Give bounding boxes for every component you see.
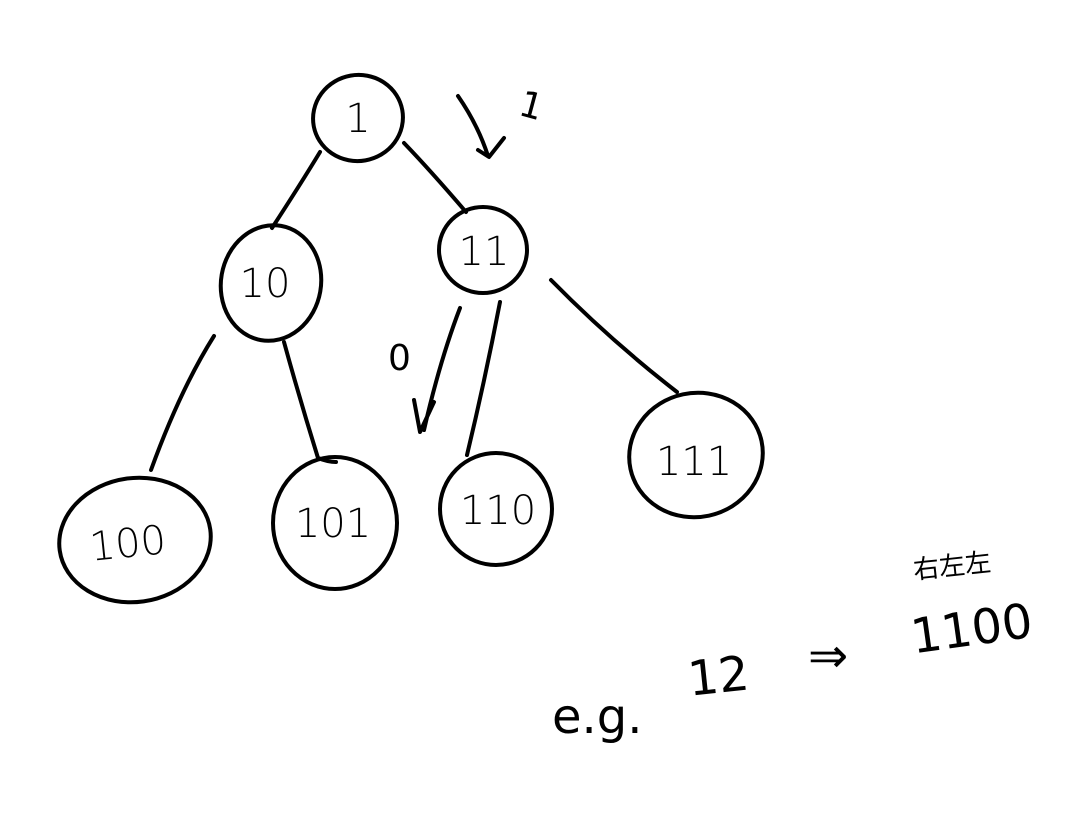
edge-label-0: 0 [388,338,411,379]
node-11-label: 11 [459,229,510,275]
edge-11-to-110 [465,300,502,457]
edge-11-to-111 [549,278,679,394]
edge-label-1: 1 [515,84,548,130]
example-number: 12 [685,646,752,708]
node-100-outline [57,475,213,605]
node-111-outline [627,390,765,520]
node-root-outline [311,72,405,164]
node-11-outline [437,205,529,295]
arrow-right-1 [456,94,506,159]
node-110-outline [438,451,554,567]
example-binary: 1100 [907,593,1036,665]
edge-root-to-11 [402,141,468,214]
node-100-label: 100 [88,517,169,571]
node-111-label: 111 [656,439,732,485]
node-101-label: 101 [295,501,371,547]
example-annotation: 右左左 [912,548,993,586]
edge-10-to-101 [282,340,338,464]
example-prefix: e.g. [552,689,643,745]
node-10-label: 10 [240,261,291,307]
example-arrow: ⇒ [808,628,848,684]
edge-10-to-100 [149,334,216,472]
node-101-outline [271,455,399,591]
node-root-label: 1 [345,96,370,142]
node-110-label: 110 [460,488,536,534]
node-10-outline [218,223,324,343]
example-note: e.g. 12 ⇒ 右左左 1100 [552,548,1036,745]
edge-root-to-10 [270,150,322,230]
arrow-left-0 [412,306,462,434]
